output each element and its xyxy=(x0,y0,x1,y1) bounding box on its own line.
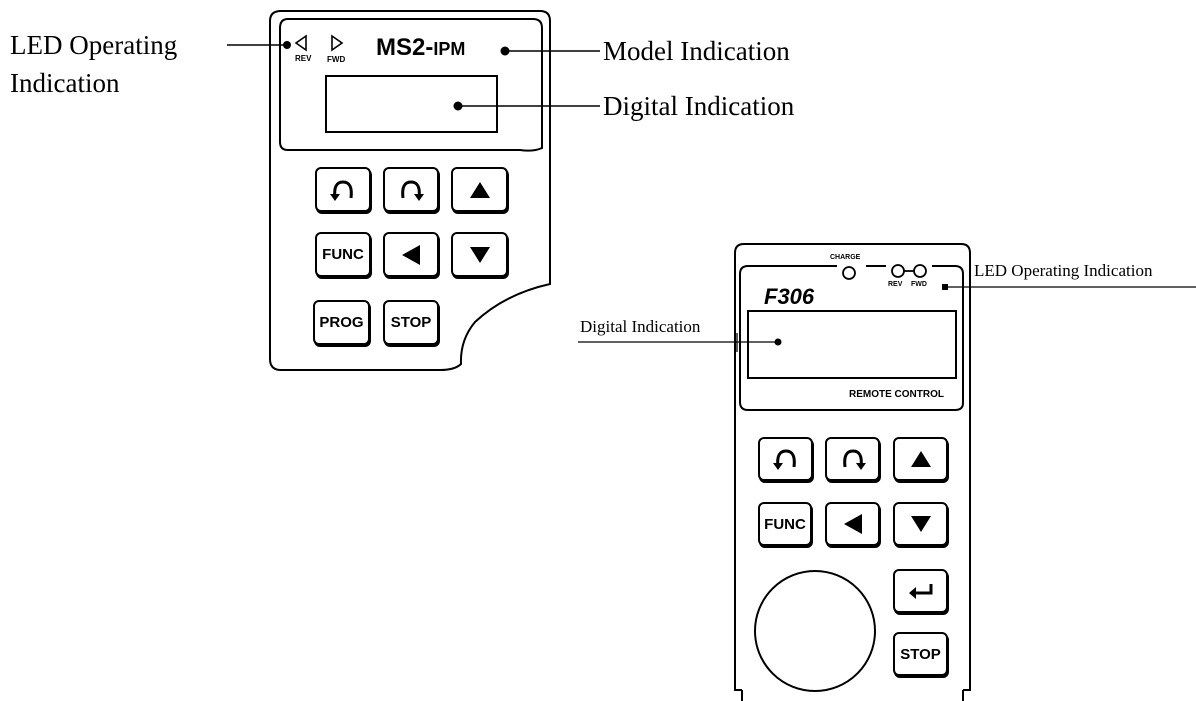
panel-a-led-dot xyxy=(283,41,291,49)
panel-b-stop-button[interactable]: STOP xyxy=(893,632,948,676)
panel-b-body xyxy=(734,243,971,691)
panel-a-model-name: MS2-IPM xyxy=(376,34,466,61)
panel-a-fwd-label: FWD xyxy=(327,55,346,64)
panel-b-rev-label: REV xyxy=(888,281,903,288)
panel-a-digital-callout: Digital Indication xyxy=(603,91,795,121)
panel-a-fwd-run-button[interactable] xyxy=(383,167,439,212)
panel-b-down-button[interactable] xyxy=(893,502,948,546)
panel-b-led-dot xyxy=(942,284,948,290)
panel-b-enter-button[interactable] xyxy=(893,569,948,613)
panel-b-func-button[interactable]: FUNC xyxy=(758,502,812,546)
panel-b-fwd-led-icon xyxy=(913,264,927,278)
triangle-left-icon xyxy=(843,514,862,534)
panel-b-fwd-run-button[interactable] xyxy=(825,437,880,481)
panel-b-charge-label: CHARGE xyxy=(830,254,861,261)
panel-b-up-button[interactable] xyxy=(893,437,948,481)
panel-b-rev-run-button[interactable] xyxy=(758,437,813,481)
enter-arrow-icon xyxy=(908,584,932,599)
panel-b-remote-label: REMOTE CONTROL xyxy=(849,389,944,400)
panel-a-lcd-window xyxy=(325,75,498,133)
panel-b-digital-callout: Digital Indication xyxy=(580,317,701,336)
panel-a-digital-dot xyxy=(453,101,463,111)
panel-a-bezel xyxy=(279,18,543,152)
panel-a-model-dot xyxy=(500,46,510,56)
panel-a-prog-button[interactable]: PROG xyxy=(313,300,370,345)
panel-b-fwd-label: FWD xyxy=(911,281,927,288)
panel-a-led-callout-line1: LED Operating xyxy=(10,30,178,60)
clockwise-rotate-icon xyxy=(842,449,866,470)
panel-b-rev-led-icon xyxy=(891,264,905,278)
panel-b-digital-dot xyxy=(774,338,782,346)
panel-a-up-button[interactable] xyxy=(451,167,508,212)
panel-a-down-button[interactable] xyxy=(451,232,508,277)
panel-a-rev-label: REV xyxy=(295,54,312,63)
triangle-left-icon xyxy=(402,244,420,265)
panel-b-left-button[interactable] xyxy=(825,502,880,546)
panel-a-led-callout-line2: Indication xyxy=(10,68,120,98)
panel-a-rev-led-icon xyxy=(294,34,307,52)
panel-a-func-button[interactable]: FUNC xyxy=(315,232,371,277)
panel-a-stop-button[interactable]: STOP xyxy=(383,300,439,345)
panel-b-dial-icon xyxy=(754,570,876,692)
panel-b-lcd-window xyxy=(747,310,957,379)
triangle-up-icon xyxy=(910,451,931,467)
panel-a-left-button[interactable] xyxy=(383,232,439,277)
panel-a-model-callout: Model Indication xyxy=(603,36,790,66)
counterclockwise-rotate-icon xyxy=(330,179,353,201)
triangle-down-icon xyxy=(910,516,931,532)
panel-b-dial-knob[interactable] xyxy=(755,571,875,691)
panel-a-fwd-led-icon xyxy=(331,34,344,52)
panel-b-model-name: F306 xyxy=(764,284,815,309)
panel-b-bezel xyxy=(739,265,964,411)
panel-b-charge-led-icon xyxy=(842,266,856,280)
triangle-down-icon xyxy=(469,246,490,263)
clockwise-rotate-icon xyxy=(401,179,424,201)
counterclockwise-rotate-icon xyxy=(772,449,796,470)
panel-b-led-callout: LED Operating Indication xyxy=(974,261,1153,280)
triangle-up-icon xyxy=(469,181,490,198)
panel-a-rev-run-button[interactable] xyxy=(315,167,371,212)
